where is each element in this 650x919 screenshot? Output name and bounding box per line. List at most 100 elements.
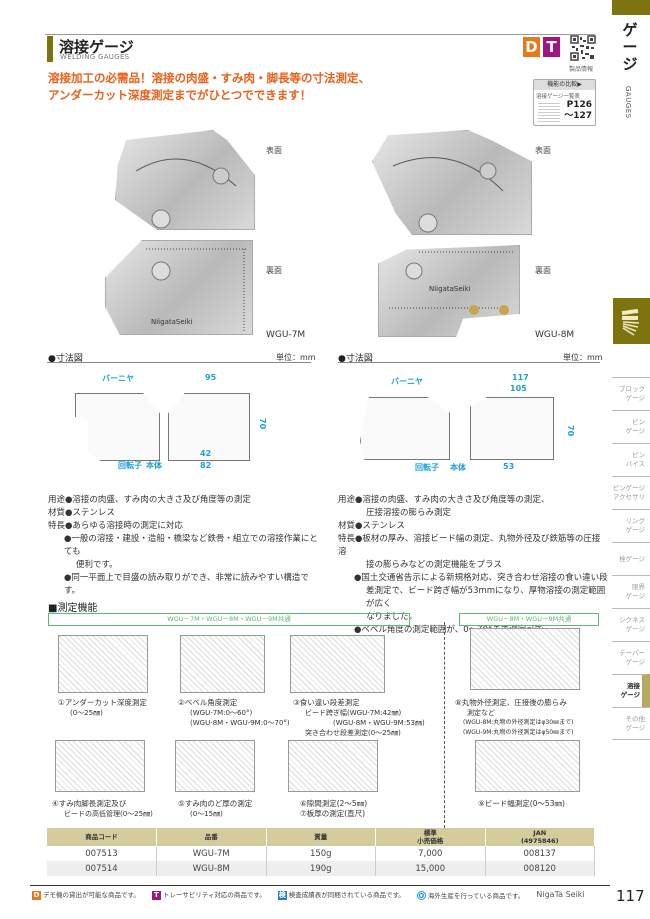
demo-icon: D	[32, 891, 41, 900]
side-nav-taper-gauge[interactable]: テーパー ゲージ	[612, 641, 650, 674]
side-nav-block-gauge[interactable]: ブロック ゲージ	[612, 377, 650, 410]
header-jan: JAN (4975846)	[485, 828, 595, 846]
comparison-subtitle: 溶接ゲージ一覧表	[536, 94, 580, 100]
rotor-label-right: 回転子	[415, 463, 439, 472]
spec-feature-bullet: ●一般の溶接・建設・造船・橋梁など鉄骨・組立での溶接作業にとても	[64, 534, 318, 557]
function-caption-6-7: ⑥隙間測定(2～5㎜) ⑦板厚の測定(直尺)	[300, 799, 368, 818]
body-label-right: 本体	[450, 463, 466, 472]
bead-width-illustration	[475, 740, 580, 792]
throat-thickness-illustration	[175, 740, 255, 792]
legend-inspection: 検検査成績表が同梱されている商品です。	[277, 891, 405, 900]
comparison-box[interactable]: 機能の比較▶ 溶接ゲージ一覧表 P126 ～127	[533, 79, 596, 126]
common-models-band: WGU－7M・WGU－8M・WGU－9M共通	[48, 613, 410, 626]
page-title: 溶接ゲージ	[59, 38, 134, 56]
header-part-number: 品番	[156, 828, 267, 846]
side-nav-thickness-gauge[interactable]: シクネス ゲージ	[612, 608, 650, 641]
spec-feature: 特長●あらゆる溶接時の測定に対応	[48, 521, 183, 531]
dimension-82: 82	[200, 461, 212, 470]
spec-feature-bullet: ●ベベル角度の測定範囲が、0～70°まで測定可能	[354, 625, 544, 635]
side-nav-limit-gauge[interactable]: 限界 ゲージ	[612, 575, 650, 608]
wgu-7m-back-label: 裏面	[266, 266, 282, 275]
bevel-angle-illustration	[180, 635, 265, 693]
wgu-8m-front-label: 表面	[535, 146, 551, 155]
8m-9m-models-band: WGU－8M・WGU－9M共通	[459, 613, 599, 626]
side-nav-pin-gauge[interactable]: ピン ゲージ	[612, 410, 650, 443]
cell-part-number: WGU-8M	[156, 861, 267, 876]
body-label-left: 本体	[146, 461, 162, 470]
side-nav-ring-gauge[interactable]: リング ゲージ	[612, 509, 650, 542]
misalignment-illustration	[290, 635, 385, 693]
function-caption-4: ④すみ肉脚長測定及び ビードの高低管理(0～25㎜)	[52, 799, 153, 818]
side-nav-welding-gauge[interactable]: 溶接 ゲージ	[612, 674, 650, 707]
gap-thickness-illustration	[288, 740, 378, 792]
table-row: 007513 WGU-7M 150g 7,000 008137	[47, 846, 595, 861]
specs-right: 用途●溶接の肉盛、すみ肉の大きさ及び角度等の測定、 圧接溶接の膨らみ測定 材質●…	[338, 494, 608, 637]
function-caption-3: ③食い違い段差測定 ビード跨ぎ幅(WGU-7M:42㎜) (WGU-8M・WGU…	[293, 698, 425, 737]
dimension-rule-left	[47, 362, 311, 363]
wgu-8m-model-label: WGU-8M	[535, 330, 575, 340]
comparison-heading: 機能の比較▶	[534, 80, 595, 90]
round-outer-diameter-illustration	[470, 628, 580, 690]
header-price: 標準 小売価格	[375, 828, 486, 846]
cell-product-code: 007513	[47, 846, 157, 861]
wgu-8m-back-photo: NiigataSeiki	[378, 245, 520, 337]
cell-jan: 008120	[485, 861, 595, 876]
wgu-7m-back-photo: NiigataSeiki	[105, 240, 253, 335]
dimension-105: 105	[510, 384, 527, 393]
product-table: 商品コード 品番 質量 標準 小売価格 JAN (4975846) 007513…	[47, 828, 595, 876]
spec-usage: 用途●溶接の肉盛、すみ肉の大きさ及び角度等の測定	[48, 495, 251, 505]
demo-badge-icon: D	[523, 37, 540, 57]
dimension-unit-right: 単位：mm	[563, 353, 603, 362]
wgu-7m-front-photo	[115, 130, 255, 230]
dimension-70-left: 70	[258, 418, 267, 430]
spec-feature: 特長●板材の厚み、溶接ビード幅の測定、丸物外径及び鉄筋等の圧接溶	[338, 534, 601, 557]
wgu-8m-front-drawing	[360, 397, 450, 460]
section-divider	[444, 622, 445, 828]
cell-product-code: 007514	[47, 861, 157, 876]
wgu-8m-back-label: 裏面	[535, 266, 551, 275]
traceability-badge-icon: T	[543, 37, 560, 57]
inspection-report-icon: 検	[277, 891, 287, 900]
dimension-117: 117	[512, 373, 529, 382]
category-side-nav: ブロック ゲージ ピン ゲージ ピン バイス ピンゲージ アクセサリ リング ゲ…	[612, 377, 650, 740]
header-weight: 質量	[266, 828, 376, 846]
comparison-table-thumbnail	[538, 102, 560, 122]
page-number: 117	[616, 887, 645, 905]
dimension-70-right: 70	[566, 425, 575, 437]
cell-price: 15,000	[375, 861, 486, 876]
category-title-en: GAUGES	[624, 86, 632, 119]
svg-text:NiigataSeiki: NiigataSeiki	[429, 285, 471, 293]
catch-line-1: 溶接加工の必需品！溶接の肉盛・すみ肉・脚長等の寸法測定、	[48, 71, 370, 85]
dimension-42: 42	[200, 449, 212, 458]
fillet-leg-illustration	[55, 740, 145, 792]
overseas-production-icon: O	[416, 890, 426, 900]
qr-code-icon[interactable]	[570, 35, 596, 61]
cell-part-number: WGU-7M	[156, 846, 267, 861]
side-nav-pin-vise[interactable]: ピン バイス	[612, 443, 650, 476]
catch-copy: 溶接加工の必需品！溶接の肉盛・すみ肉・脚長等の寸法測定、 アンダーカット深度測定…	[48, 70, 370, 104]
table-header-row: 商品コード 品番 質量 標準 小売価格 JAN (4975846)	[47, 828, 595, 846]
spec-usage: 用途●溶接の肉盛、すみ肉の大きさ及び角度等の測定、	[338, 495, 550, 505]
vernier-label-left: バーニヤ	[102, 374, 134, 383]
dimension-heading-right: ●寸法図	[338, 354, 373, 364]
spec-material: 材質●ステンレス	[338, 521, 405, 531]
spec-feature-cont: 差測定で、ビード跨ぎ幅が53mmになり、厚物溶接の測定範囲が広く	[366, 586, 606, 609]
spec-feature-bullet: ●同一平面上で目盛の読み取りができ、非常に読みやすい構造です。	[64, 573, 309, 596]
side-nav-plug-gauge[interactable]: 栓ゲージ	[612, 542, 650, 575]
side-nav-pin-gauge-accessory[interactable]: ピンゲージ アクセサリ	[612, 476, 650, 509]
spec-feature-bullet: ●国土交通省告示による新規格対応、突き合わせ溶接の食い違い段	[354, 573, 608, 583]
spec-usage-cont: 圧接溶接の膨らみ測定	[366, 508, 452, 518]
page-title-en: WELDING GAUGES	[60, 53, 130, 61]
category-tab-marker	[612, 0, 650, 15]
function-caption-2: ②ベベル角度測定 (WGU-7M:0～60°) (WGU-8M・WGU-9M:0…	[178, 698, 290, 727]
function-caption-9: ⑨ビード幅測定(0～53㎜)	[478, 799, 565, 808]
side-nav-other-gauge[interactable]: その他 ゲージ	[612, 707, 650, 740]
spec-feature-cont: なりました。	[366, 612, 418, 622]
cell-price: 7,000	[375, 846, 486, 861]
cell-weight: 150g	[266, 846, 376, 861]
vernier-label-right: バーニヤ	[391, 377, 423, 386]
